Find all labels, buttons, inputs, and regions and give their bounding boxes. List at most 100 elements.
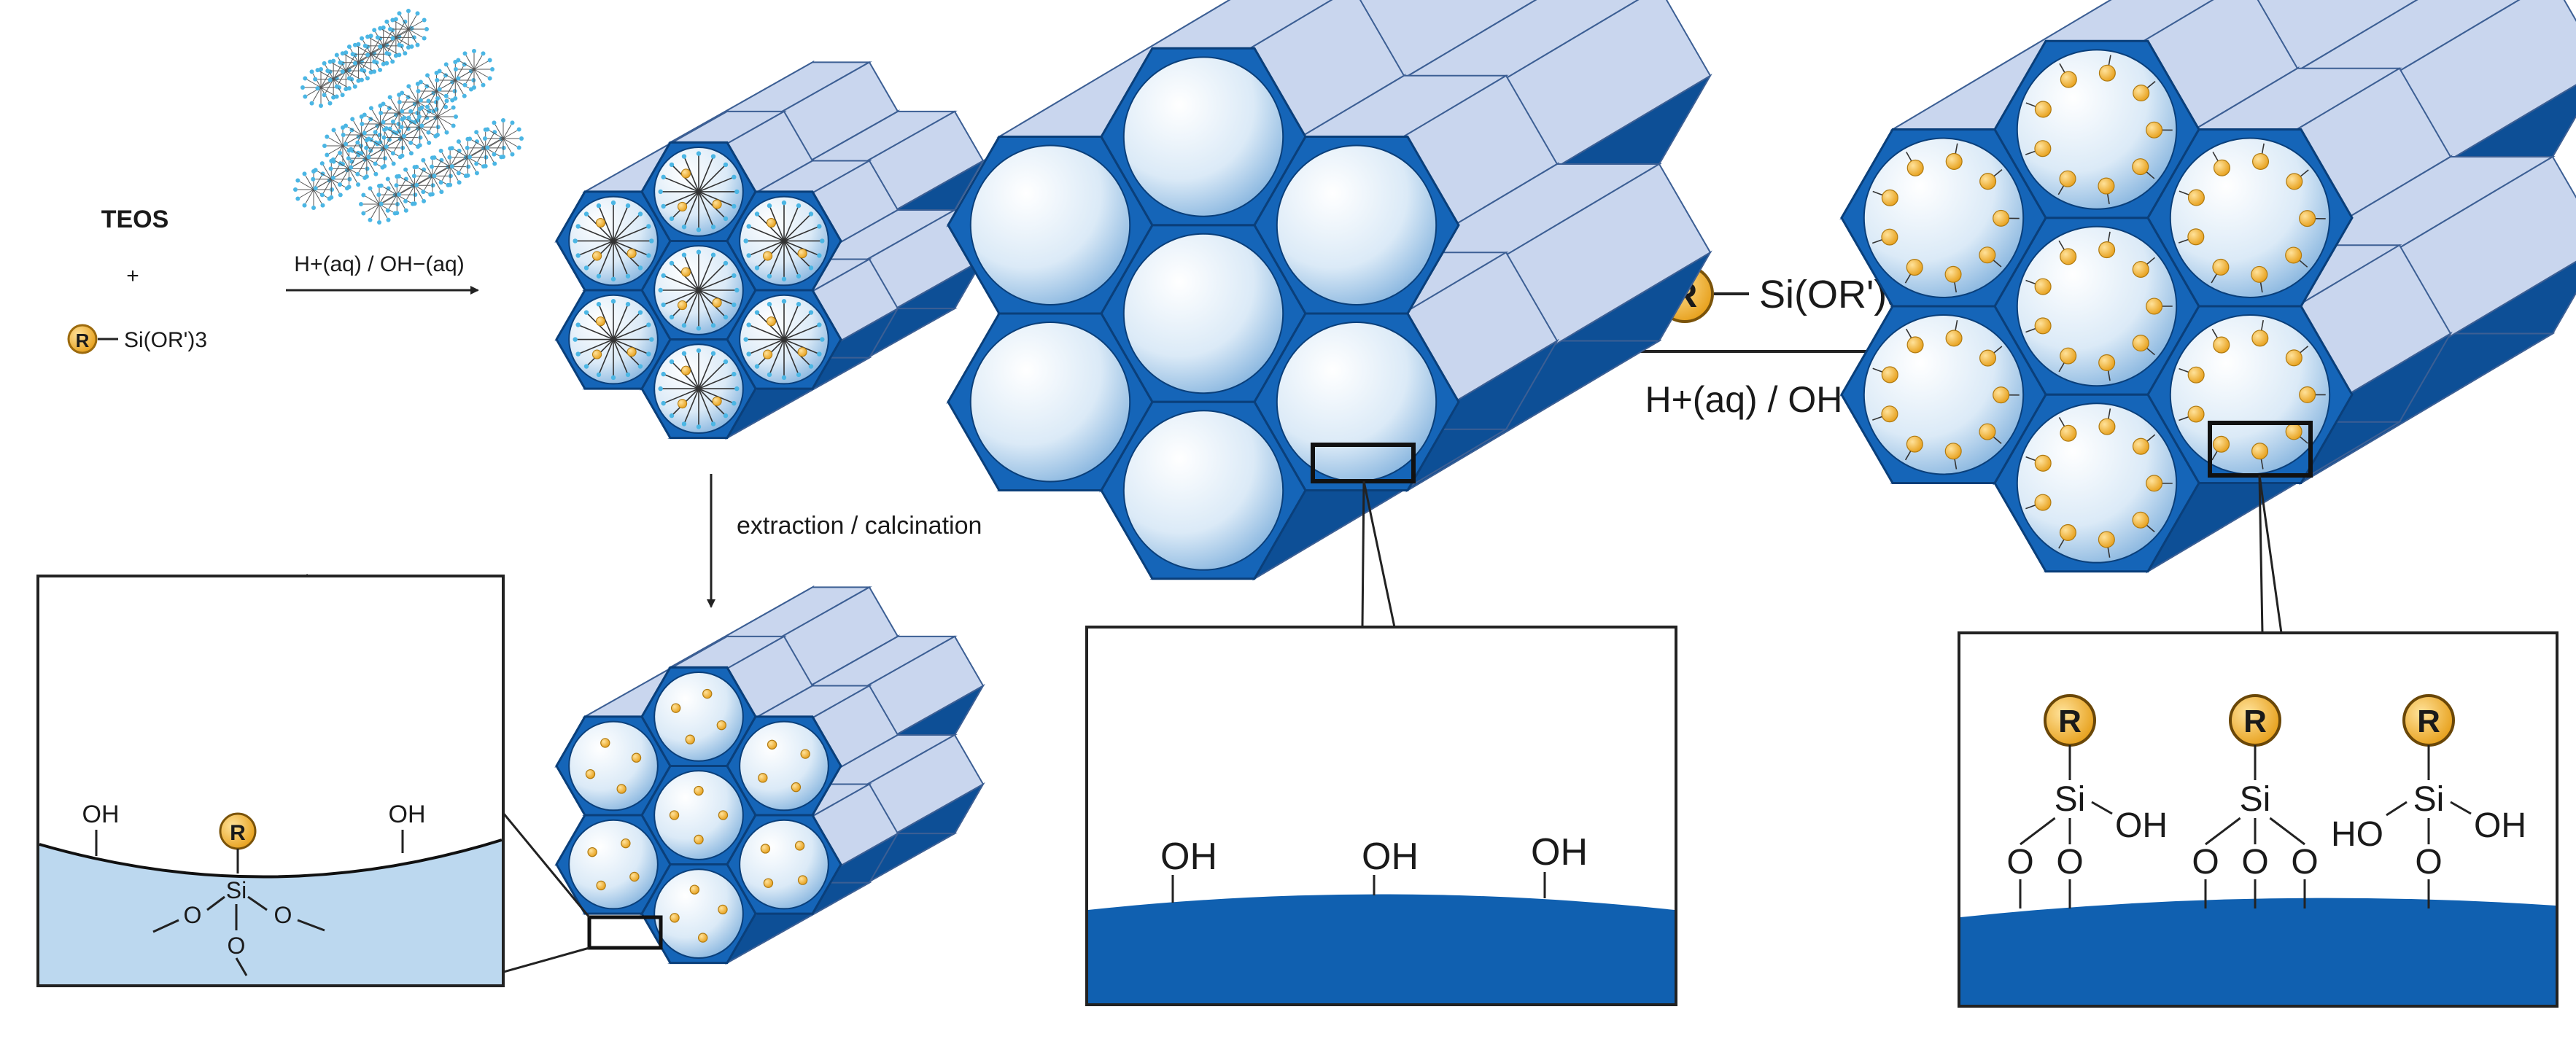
micelle-head [427, 131, 431, 135]
synthesis-reactants: TEOS + R Si(OR')3 [69, 206, 207, 353]
surfactant-head [782, 201, 786, 205]
surfactant-head [743, 337, 748, 341]
micelle-head [444, 94, 449, 98]
organic-group-particle [768, 740, 777, 749]
surfactant-head [584, 211, 589, 216]
surfactant-head [626, 373, 630, 377]
micelle-head [321, 203, 325, 208]
micelle-head [472, 49, 476, 53]
organic-group-particle [2251, 266, 2267, 282]
organic-group-particle [2060, 425, 2076, 441]
micelle-head [419, 98, 423, 103]
organic-group-particle [759, 774, 767, 782]
organic-group-particle [630, 872, 639, 881]
organic-group-particle [2188, 229, 2204, 245]
micelle-head [362, 131, 367, 136]
surfactant-head [767, 274, 772, 279]
surfactant-head [723, 413, 728, 418]
micelle-head [295, 197, 300, 201]
micelle-head [472, 85, 476, 90]
micelle-head [366, 136, 371, 141]
micelle-head [419, 80, 423, 85]
organic-group-particle [799, 876, 807, 884]
organic-group-particle [2133, 85, 2149, 101]
micelle-head [303, 77, 307, 81]
micelle-head [453, 96, 457, 101]
oxygen-label: O [2415, 843, 2442, 882]
micelle-head [448, 183, 452, 187]
micelle-head [355, 140, 360, 144]
micelle-head [369, 106, 373, 110]
oxygen-label: O [2192, 843, 2219, 882]
micelle-head [365, 166, 370, 171]
micelle-head [485, 146, 489, 150]
organic-group-particle [2146, 475, 2162, 491]
micelle-head [408, 109, 413, 114]
organic-group-particle [1946, 330, 1962, 346]
organic-group-particle [1906, 436, 1923, 452]
micelle-head [402, 116, 406, 120]
surfactant-head [723, 163, 728, 167]
organic-group-particle [798, 249, 807, 258]
organic-group-particle [2252, 330, 2268, 346]
surfactant-head [649, 337, 653, 341]
silicon-label: Si [2240, 780, 2271, 819]
organic-group-particle [2286, 174, 2303, 190]
micelle-head [465, 146, 470, 150]
organic-group-particle [2035, 101, 2051, 117]
organic-group-particle [2286, 424, 2302, 440]
micelle-head [416, 89, 421, 93]
micelle-head [314, 168, 318, 172]
micelle-head [378, 44, 382, 49]
surfactant-head [584, 265, 589, 270]
surfactant-head [755, 265, 759, 270]
micelle-head [353, 43, 357, 47]
surfactant-head [626, 274, 630, 279]
micelle-head [419, 124, 424, 128]
organic-group-particle [2133, 512, 2149, 528]
surfactant-head [638, 364, 643, 368]
organic-group-particle [1993, 210, 2009, 226]
organic-group-particle [2286, 350, 2302, 366]
micelle-head [329, 195, 333, 200]
micelle-head [454, 67, 458, 71]
organic-group-particle [681, 366, 690, 375]
surfactant-head [682, 252, 686, 257]
micelle-head [390, 60, 395, 64]
micelle-head [303, 171, 307, 176]
organosilane-formula: Si(OR')3 [124, 328, 207, 352]
micelle-head [341, 51, 345, 55]
micelle-head [485, 128, 489, 132]
oh-label: OH [389, 801, 426, 828]
surfactant-head [682, 154, 686, 158]
micelle-head [366, 155, 371, 159]
micelle-head [406, 84, 411, 88]
surfactant-head [661, 175, 665, 179]
surfactant-head [697, 424, 701, 429]
surfactant-head [732, 204, 736, 209]
micelle-head [463, 83, 468, 87]
micelle-head [387, 218, 391, 222]
organic-group-particle [1946, 154, 1962, 170]
micelle-head [338, 61, 342, 65]
micelle-head [368, 218, 373, 222]
micelle-head [400, 125, 404, 129]
micelle-head [492, 162, 497, 166]
micelle-head [355, 172, 360, 176]
surfactant-head [732, 401, 736, 405]
micelle-head [322, 61, 327, 66]
organic-group-particle [678, 400, 686, 408]
micelle-head [356, 182, 360, 187]
surfactant-head [670, 315, 674, 319]
micelle-head [344, 142, 348, 147]
micelle-head [347, 76, 352, 80]
micelle-head [384, 51, 389, 55]
pore [971, 322, 1130, 481]
silicon-label: Si [2055, 780, 2086, 819]
micelle-head [430, 165, 434, 169]
organic-group-particle [1907, 337, 1923, 353]
surfactant-head [611, 201, 616, 205]
oxygen-label: O [228, 933, 246, 959]
micelle-head [332, 128, 336, 132]
